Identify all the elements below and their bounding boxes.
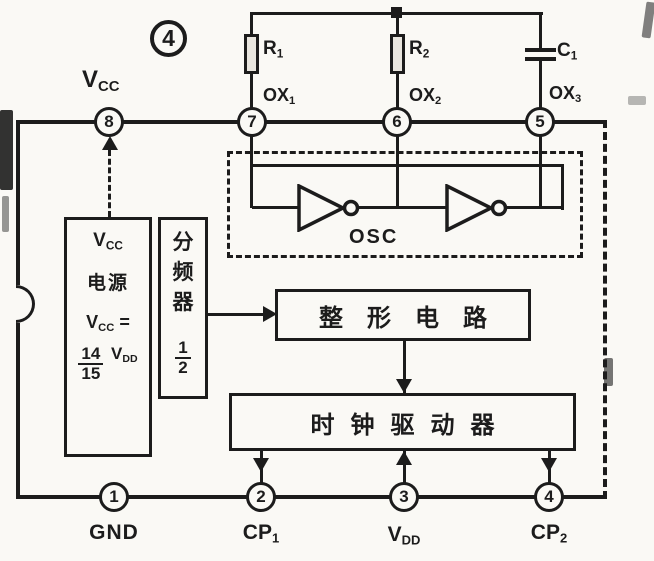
vdd-arrow-up-icon bbox=[396, 451, 412, 465]
shaper-box: 整形电路 bbox=[275, 289, 531, 341]
pin8-supply-dashed-wire bbox=[108, 150, 111, 217]
scan-noise bbox=[628, 96, 646, 105]
pin-1: 1 bbox=[99, 482, 129, 512]
label-gnd: GND bbox=[89, 521, 139, 544]
vcc-supply-title: VCC bbox=[93, 230, 123, 253]
resistor-r1 bbox=[244, 34, 259, 74]
package-left-edge-lower bbox=[16, 323, 20, 499]
osc-signal-seg-c bbox=[507, 206, 564, 209]
shaper-to-driver-wire bbox=[403, 341, 406, 393]
pin-2: 2 bbox=[246, 482, 276, 512]
cp2-arrow-down-icon bbox=[541, 458, 557, 472]
divider-char-1: 分 bbox=[172, 231, 194, 254]
label-vcc-pin: VCC bbox=[82, 66, 120, 96]
c1-wire-bottom bbox=[539, 61, 542, 109]
divider-char-2: 频 bbox=[172, 261, 194, 284]
shaper-label: 整形电路 bbox=[319, 304, 511, 332]
pin-8: 8 bbox=[94, 107, 124, 137]
arrow-right-icon bbox=[263, 306, 277, 322]
pin-6: 6 bbox=[382, 107, 412, 137]
osc-feedback-line-top bbox=[251, 164, 564, 167]
osc-signal-seg-b bbox=[359, 206, 447, 209]
pin8-arrow-up-icon bbox=[102, 136, 118, 150]
scan-noise bbox=[2, 196, 9, 232]
pin-5: 5 bbox=[525, 107, 555, 137]
package-top-edge bbox=[16, 120, 607, 124]
vdd-wire bbox=[403, 451, 406, 484]
clock-driver-label: 时钟驱动器 bbox=[310, 411, 511, 439]
pin-7: 7 bbox=[237, 107, 267, 137]
vcc-supply-equation: VCC = bbox=[86, 312, 130, 335]
osc-dashed-box bbox=[227, 151, 583, 258]
c1-wire-top bbox=[539, 12, 542, 48]
label-cp1: CP1 bbox=[242, 521, 280, 546]
label-cp2: CP2 bbox=[530, 521, 568, 546]
scan-noise bbox=[0, 110, 13, 190]
scan-noise bbox=[604, 358, 613, 386]
divider-char-3: 器 bbox=[172, 291, 194, 314]
divider-to-shaper-wire bbox=[208, 313, 266, 316]
package-right-edge-dashed bbox=[603, 120, 607, 499]
label-ox1: OX1 bbox=[263, 85, 296, 108]
label-r2: R2 bbox=[409, 38, 430, 61]
c1-plate-top bbox=[525, 48, 556, 52]
label-vdd: VDD bbox=[387, 523, 421, 548]
inverter-1-icon bbox=[297, 184, 360, 232]
pin7-drop-wire bbox=[250, 134, 253, 208]
cp1-arrow-down-icon bbox=[253, 458, 269, 472]
osc-label: OSC bbox=[349, 226, 399, 248]
package-notch bbox=[16, 285, 35, 323]
osc-feedback-line-right bbox=[561, 164, 564, 210]
inverter-2-icon bbox=[445, 184, 508, 232]
c1-plate-bottom bbox=[525, 57, 556, 61]
arrow-down-icon bbox=[396, 379, 412, 393]
package-left-edge-upper bbox=[16, 120, 20, 285]
scan-noise bbox=[641, 1, 654, 39]
clock-driver-box: 时钟驱动器 bbox=[229, 393, 576, 451]
osc-signal-seg-a bbox=[252, 206, 299, 209]
label-r1: R1 bbox=[263, 38, 284, 61]
label-ox3: OX3 bbox=[549, 83, 582, 106]
pin-4: 4 bbox=[534, 482, 564, 512]
package-bottom-edge bbox=[16, 495, 607, 499]
pin5-drop-wire bbox=[539, 134, 542, 208]
pin6-drop-wire bbox=[396, 134, 399, 208]
label-ox2: OX2 bbox=[409, 85, 442, 108]
resistor-r2 bbox=[390, 34, 405, 74]
pin-3: 3 bbox=[389, 482, 419, 512]
figure-number-badge: 4 bbox=[150, 20, 187, 57]
label-c1: C1 bbox=[557, 40, 578, 63]
vcc-supply-line2: 电源 bbox=[86, 273, 129, 294]
